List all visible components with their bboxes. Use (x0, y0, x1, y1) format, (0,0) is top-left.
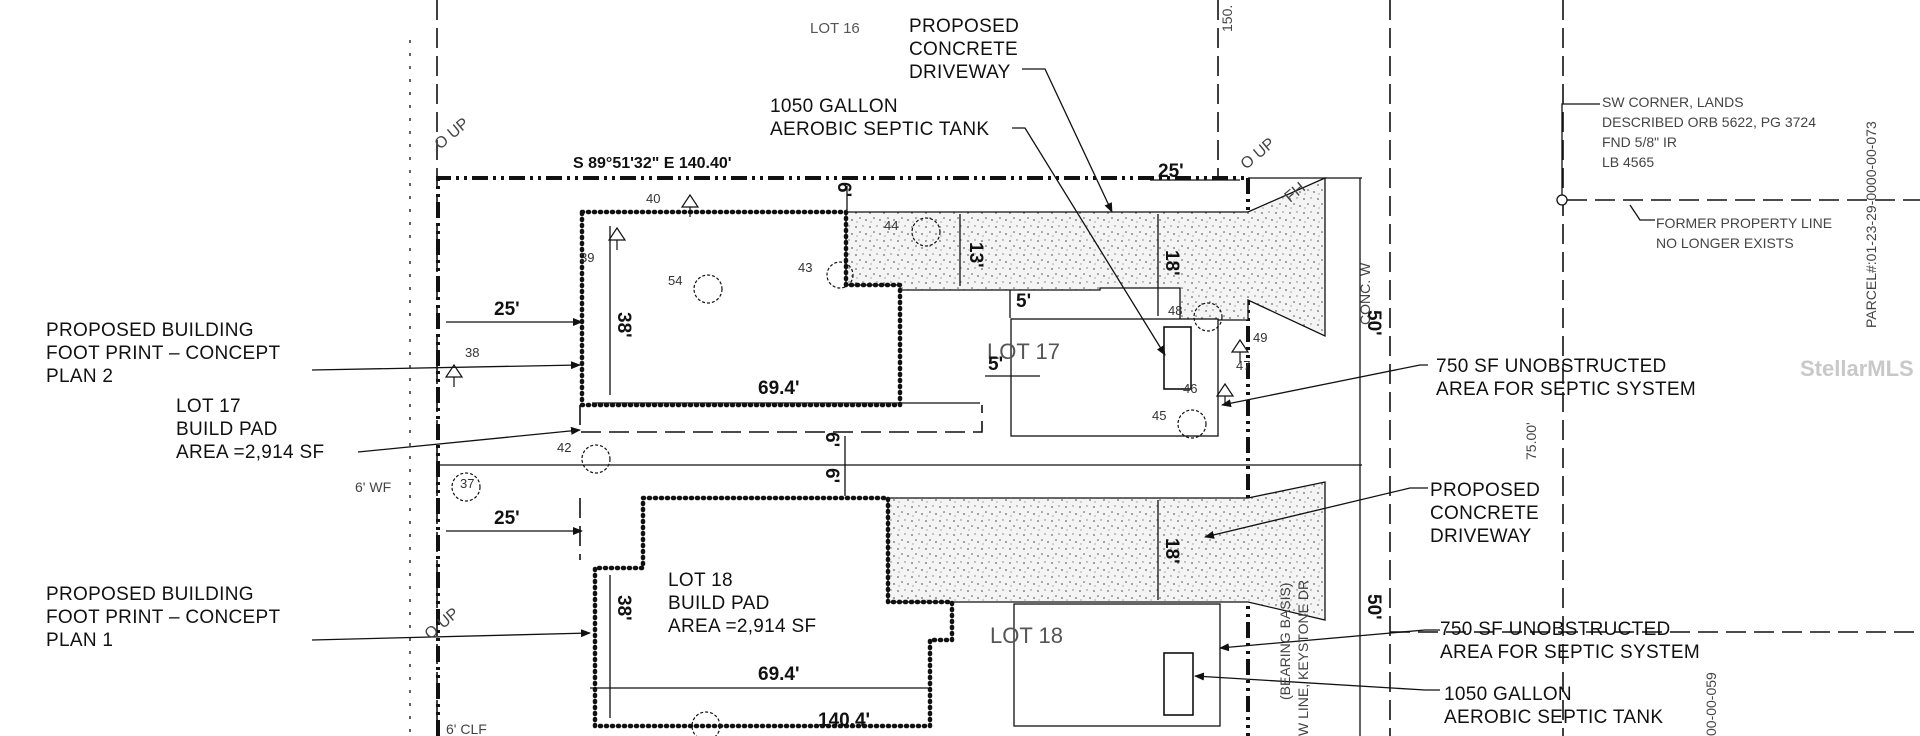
callout-sw-corner-3: FND 5/8" IR (1602, 134, 1677, 150)
callout-footprint1-3: PLAN 1 (46, 630, 113, 651)
dim-depth-bottom: 38' (613, 595, 634, 621)
callout-footprint1-2: FOOT PRINT – CONCEPT (46, 607, 280, 628)
utility-pole-right: O UP (1238, 135, 1279, 173)
dimension-texts: 25' 25' 25' 38' 38' 69.4' 69.4' 6' 6' 6'… (494, 5, 1539, 731)
chain-link-fence-label: 6' CLF (446, 721, 487, 736)
wood-fence-label: 6' WF (355, 479, 391, 495)
dim-lot-width-top: 50' (1363, 310, 1384, 336)
callout-former-line-1: FORMER PROPERTY LINE (1656, 215, 1832, 231)
septic-tank-lot18 (1163, 652, 1194, 716)
callout-septic-top-2: AEROBIC SEPTIC TANK (770, 119, 989, 140)
dim-lot-width-bottom: 50' (1363, 594, 1384, 620)
tree-37: 37 (460, 476, 474, 491)
dim-depth-top: 38' (613, 312, 634, 338)
dim-front-setback-bottom: 25' (494, 508, 520, 529)
dim-lot-75: 75.00' (1523, 422, 1539, 460)
callout-unobstructed-bottom-2: AREA FOR SEPTIC SYSTEM (1440, 642, 1700, 663)
callout-footprint1-1: PROPOSED BUILDING (46, 584, 254, 605)
dim-offset-5b: 5' (988, 354, 1003, 375)
parcel-number-bottom: 00-00-059 (1703, 672, 1719, 736)
septic-tank-lot17 (1163, 326, 1192, 390)
dim-drive-18-bottom: 18' (1161, 538, 1182, 564)
tree-45: 45 (1152, 408, 1166, 423)
build-pad-lot18 (592, 495, 955, 729)
dim-gap-6-b: 6' (821, 468, 842, 483)
bearing-label: S 89°51'32" E 140.40' (573, 155, 732, 172)
dim-rear: 25' (1158, 161, 1184, 182)
callout-lot18-pad-2: BUILD PAD (668, 593, 770, 614)
dim-gap-6-top: 6' (833, 182, 854, 197)
property-boundary (436, 176, 1362, 736)
dim-total-140: 140.4' (818, 710, 870, 731)
callout-former-line-2: NO LONGER EXISTS (1656, 235, 1794, 251)
callout-driveway-top-1: PROPOSED (909, 16, 1019, 37)
callout-lot17-pad-2: BUILD PAD (176, 419, 278, 440)
tree-47: 47 (1236, 358, 1250, 373)
callout-leaders (311, 68, 1655, 691)
lot16-label: LOT 16 (810, 20, 860, 37)
callout-sw-corner-2: DESCRIBED ORB 5622, PG 3724 (1602, 114, 1816, 130)
dim-offset-5a: 5' (1016, 291, 1031, 312)
tree-46: 46 (1183, 381, 1197, 396)
tree-54: 54 (668, 273, 682, 288)
callout-footprint2-2: FOOT PRINT – CONCEPT (46, 343, 280, 364)
dim-front-setback-top: 25' (494, 299, 520, 320)
callout-septic-top-1: 1050 GALLON (770, 96, 898, 117)
tree-39: 39 (580, 250, 594, 265)
concrete-walk-label: CONC. W (1357, 262, 1373, 325)
dim-gap-6-a: 6' (821, 432, 842, 447)
dim-drive-13: 13' (965, 242, 986, 268)
tree-44: 44 (884, 218, 898, 233)
sw-corner-monument (1556, 194, 1920, 206)
driveway-lot17 (845, 177, 1326, 338)
callout-sw-corner-4: LB 4565 (1602, 154, 1654, 170)
dim-width-top: 69.4' (758, 378, 800, 399)
callout-driveway-top-3: DRIVEWAY (909, 62, 1011, 83)
tree-38: 38 (465, 345, 479, 360)
tree-42: 42 (557, 440, 571, 455)
callout-septic-bottom-1: 1050 GALLON (1444, 684, 1572, 705)
tree-numbers: 40 44 39 43 54 38 42 48 49 47 46 45 37 (460, 191, 1267, 491)
tree-49: 49 (1253, 330, 1267, 345)
lot17-label: LOT 17 (987, 339, 1060, 364)
callout-footprint2-3: PLAN 2 (46, 366, 113, 387)
callout-driveway-top-2: CONCRETE (909, 39, 1018, 60)
callout-lot18-pad-3: AREA =2,914 SF (668, 616, 816, 637)
west-line-label: W LINE, KEYSTONE DR (1295, 580, 1311, 736)
lot18-label: LOT 18 (990, 623, 1063, 648)
dim-width-bottom: 69.4' (758, 664, 800, 685)
tree-43: 43 (798, 260, 812, 275)
callout-unobstructed-bottom-1: 750 SF UNOBSTRUCTED (1440, 619, 1671, 640)
callout-lot17-pad-1: LOT 17 (176, 396, 241, 417)
tree-48: 48 (1168, 303, 1182, 318)
callout-driveway-bottom-2: CONCRETE (1430, 503, 1539, 524)
callout-unobstructed-top-2: AREA FOR SEPTIC SYSTEM (1436, 379, 1696, 400)
build-pad-lot17 (579, 209, 903, 408)
tree-40: 40 (646, 191, 660, 206)
callout-driveway-bottom-1: PROPOSED (1430, 480, 1540, 501)
driveway-lot18 (887, 481, 1326, 621)
bearing-basis-label: (BEARING BASIS) (1277, 583, 1293, 700)
callout-texts: PROPOSED CONCRETE DRIVEWAY 1050 GALLON A… (46, 16, 1832, 728)
callout-driveway-bottom-3: DRIVEWAY (1430, 526, 1532, 547)
watermark: StellarMLS (1800, 356, 1914, 381)
callout-sw-corner-1: SW CORNER, LANDS (1602, 94, 1744, 110)
trees (444, 193, 1250, 736)
callout-septic-bottom-2: AEROBIC SEPTIC TANK (1444, 707, 1663, 728)
callout-unobstructed-top-1: 750 SF UNOBSTRUCTED (1436, 356, 1667, 377)
parcel-number-right: PARCEL#:01-23-29-0000-00-073 (1863, 121, 1879, 328)
dimension-lines (446, 178, 1361, 736)
callout-lot17-pad-3: AREA =2,914 SF (176, 442, 324, 463)
callout-footprint2-1: PROPOSED BUILDING (46, 320, 254, 341)
callout-lot18-pad-1: LOT 18 (668, 570, 733, 591)
dim-lot-150: 150. (1219, 5, 1235, 32)
dim-drive-18-top: 18' (1161, 250, 1182, 276)
